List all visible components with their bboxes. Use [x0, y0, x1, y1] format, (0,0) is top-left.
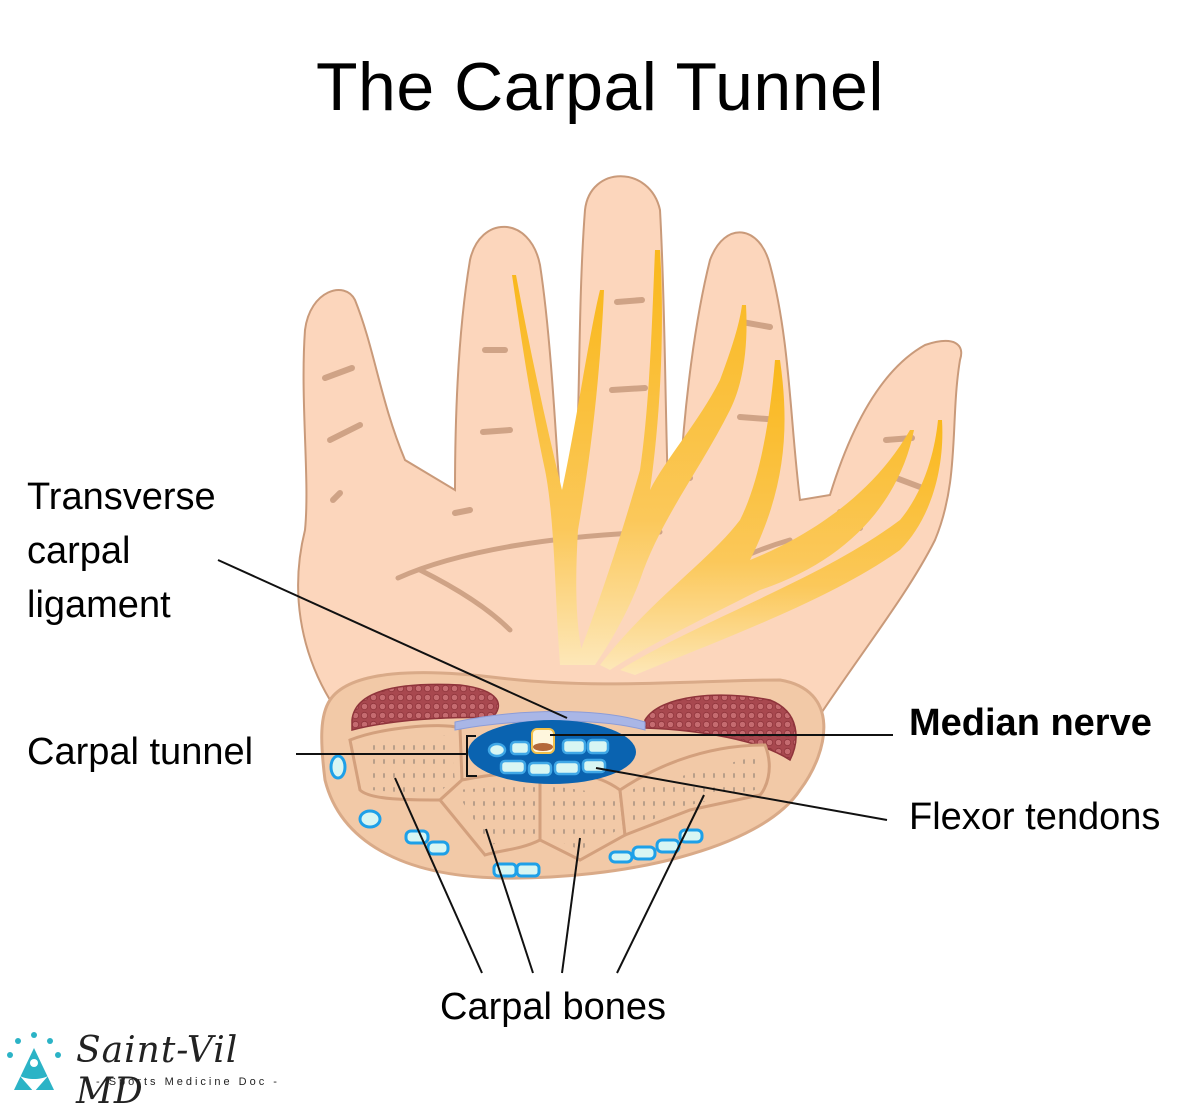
label-line: carpal	[27, 530, 131, 572]
person-triangle-icon	[7, 1032, 61, 1092]
label-median-nerve: Median nerve	[909, 702, 1152, 744]
label-carpal-tunnel: Carpal tunnel	[27, 731, 254, 773]
logo-tagline: - Sports Medicine Doc -	[96, 1076, 280, 1088]
muscle-left	[351, 683, 500, 731]
median-nerve-branches	[512, 250, 943, 675]
label-line: Transverse	[27, 476, 216, 518]
leader-lines	[217, 559, 893, 974]
diagram-title: The Carpal Tunnel	[316, 49, 884, 125]
label-flexor-tendons: Flexor tendons	[909, 796, 1161, 838]
outer-tendons	[329, 754, 704, 878]
logo-name: Saint-Vil MD	[76, 1030, 239, 1112]
label-transverse-carpal-ligament: Transverse carpal ligament	[27, 470, 216, 632]
logo: Saint-Vil MD - Sports Medicine Doc -	[4, 1030, 294, 1112]
hand-outline	[297, 175, 963, 815]
label-line: ligament	[27, 584, 171, 626]
label-carpal-bones: Carpal bones	[440, 986, 667, 1028]
flexor-tendons-shapes	[487, 738, 610, 777]
